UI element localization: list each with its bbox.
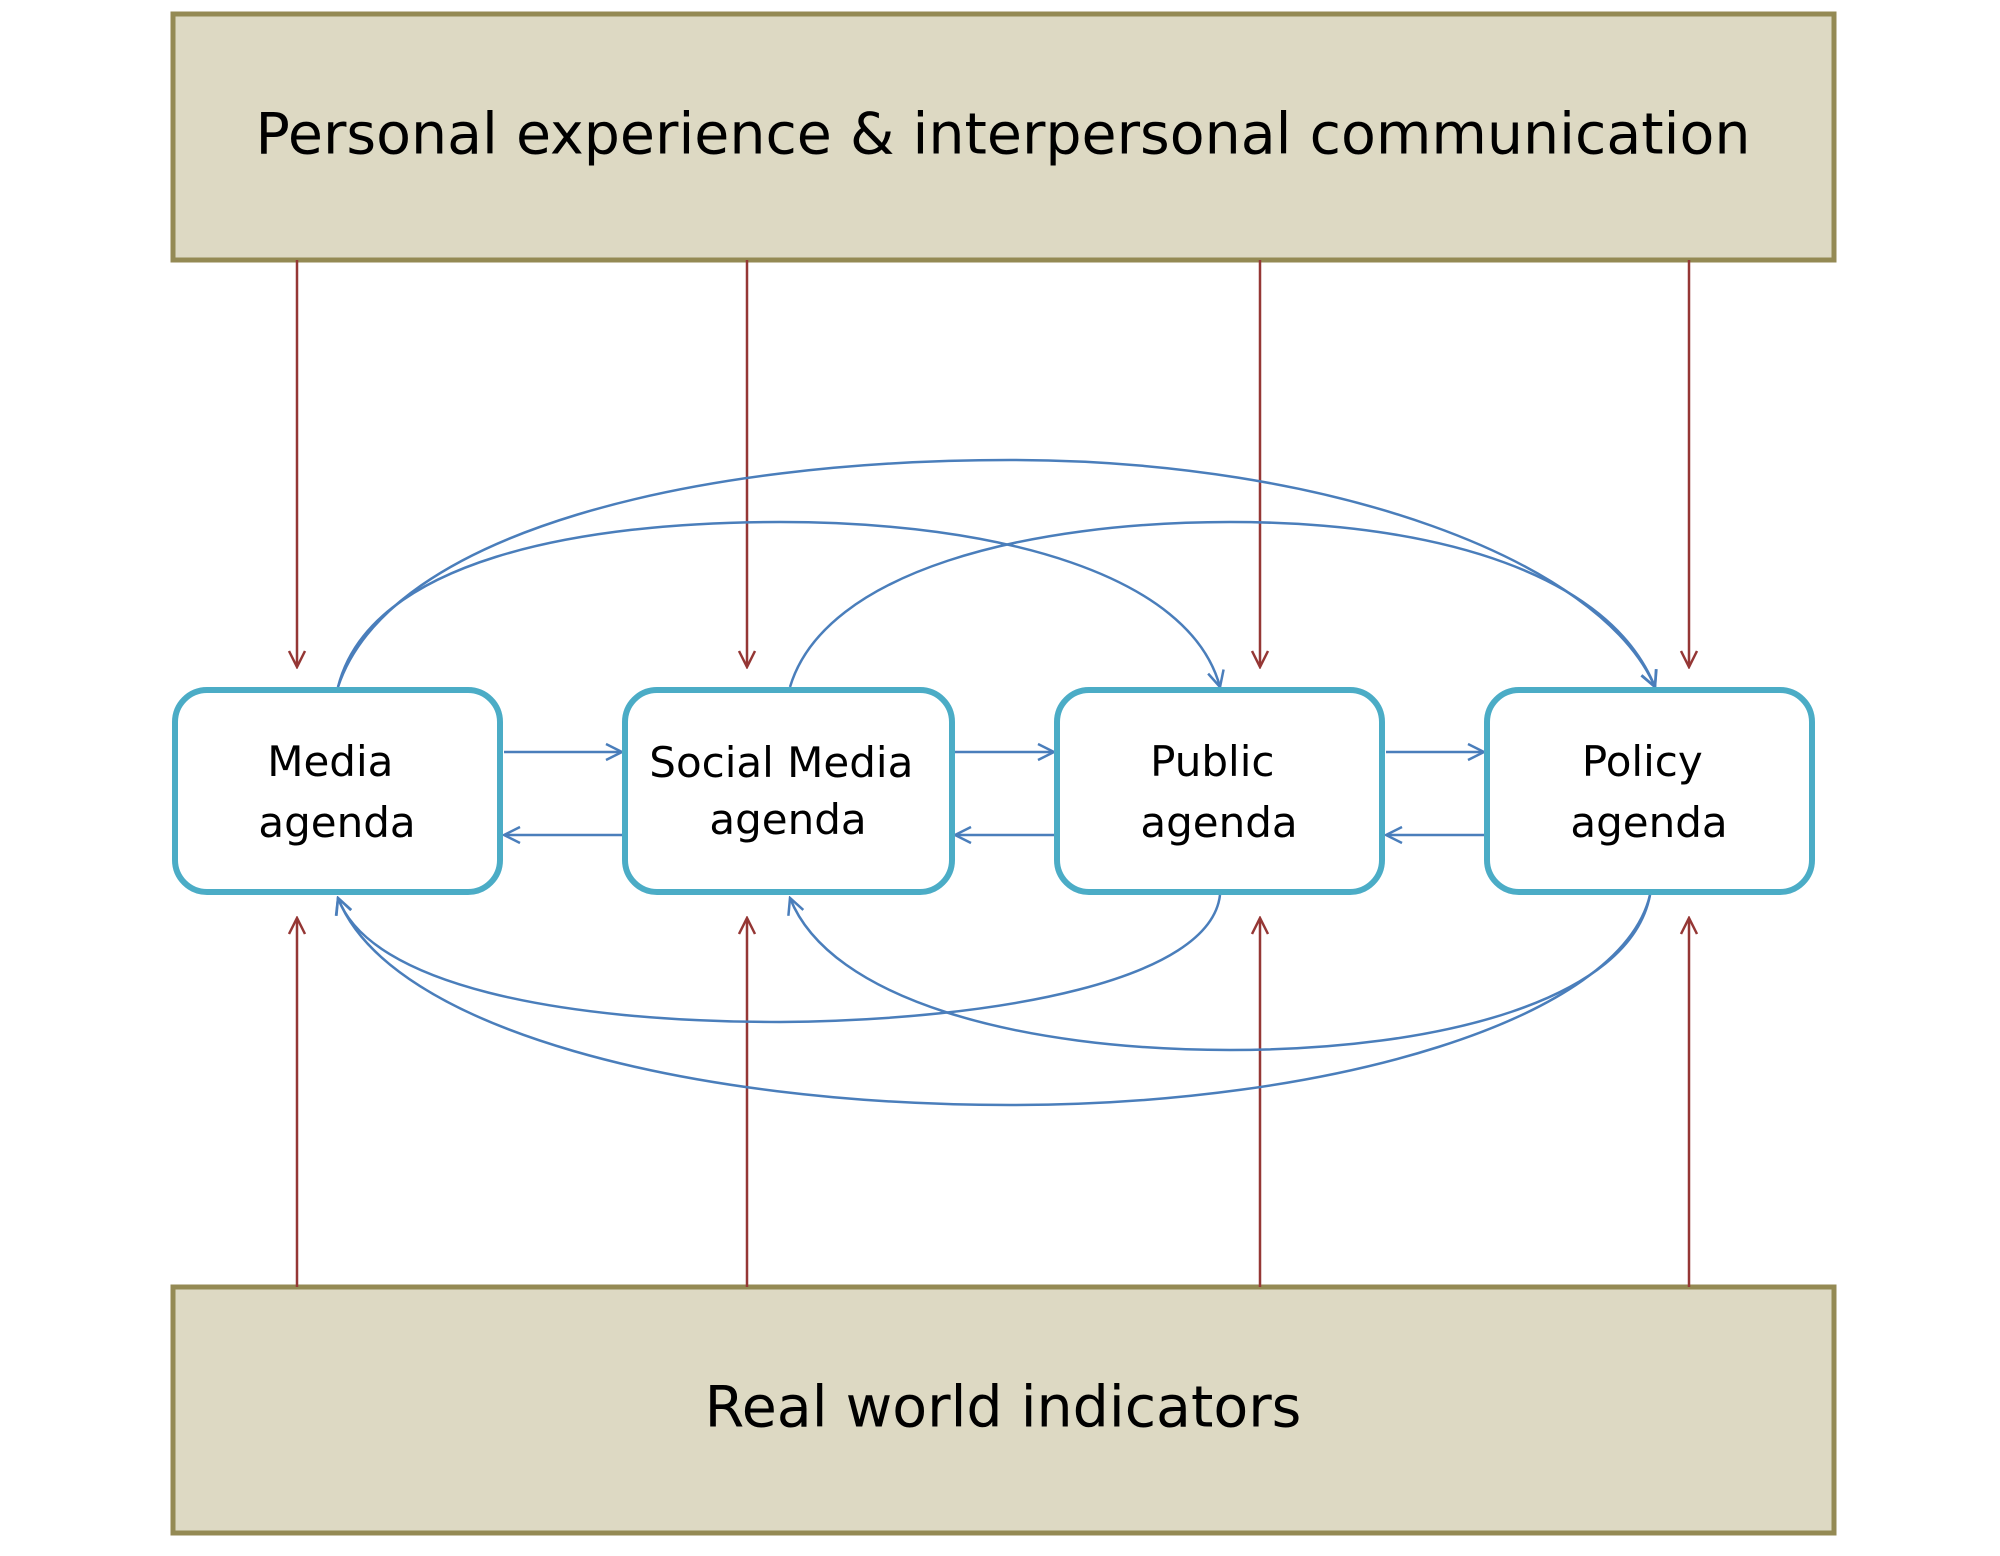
real-world-indicators-box (170, 1284, 1837, 1536)
policy-agenda-label: Policy agenda (1570, 737, 1727, 847)
agenda-box-public: Public agenda (1054, 687, 1385, 895)
social-media-agenda-label: Social Media agenda (649, 738, 926, 844)
agenda-box-social-media: Social Media agenda (622, 687, 955, 895)
policy-agenda-line1: Policy (1582, 737, 1703, 786)
curve-policy-to-media (338, 894, 1652, 1107)
policy-agenda-frame (1484, 687, 1815, 895)
curve-social-media-to-policy (788, 520, 1655, 687)
upper-influence-curves (336, 458, 1655, 687)
public-agenda-line1: Public (1150, 737, 1274, 786)
curve-media-to-policy (336, 458, 1655, 687)
public-agenda-line2: agenda (1140, 798, 1297, 847)
personal-experience-box (170, 11, 1837, 263)
curve-policy-to-social-media (790, 894, 1652, 1052)
real-world-indicators-label: Real world indicators (705, 1375, 1302, 1441)
media-agenda-label: Media agenda (258, 737, 415, 847)
adjacent-influence-arrows (504, 752, 1484, 835)
agenda-box-media: Media agenda (172, 687, 503, 895)
social-media-agenda-line1: Social Media (649, 738, 913, 787)
public-agenda-frame (1054, 687, 1385, 895)
lower-influence-curves (338, 894, 1652, 1107)
personal-experience-label: Personal experience & interpersonal comm… (256, 102, 1751, 168)
bottom-context-arrows (297, 918, 1689, 1287)
curve-public-to-media (338, 894, 1222, 1024)
agenda-box-policy: Policy agenda (1484, 687, 1815, 895)
public-agenda-label: Public agenda (1140, 737, 1297, 847)
media-agenda-line1: Media (267, 737, 393, 786)
policy-agenda-line2: agenda (1570, 798, 1727, 847)
media-agenda-line2: agenda (258, 798, 415, 847)
media-agenda-frame (172, 687, 503, 895)
social-media-agenda-frame (622, 687, 955, 895)
top-context-arrows (297, 260, 1689, 667)
social-media-agenda-line2: agenda (709, 795, 866, 844)
curve-media-to-public (336, 520, 1220, 687)
